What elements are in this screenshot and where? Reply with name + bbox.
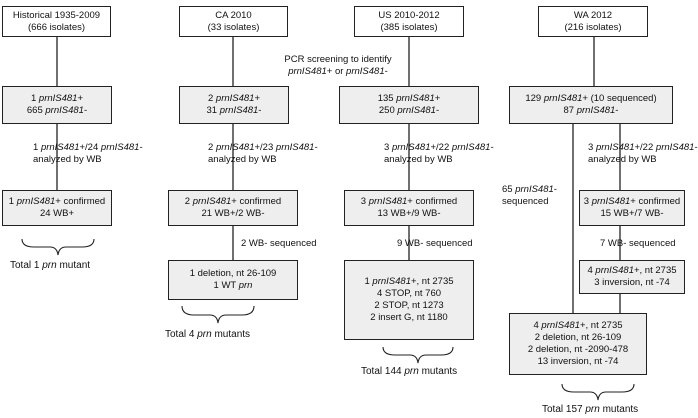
historical-title: Historical 1935-2009: [12, 9, 101, 21]
wa-seq-label: 7 WB- sequenced: [600, 238, 676, 249]
wa-total: Total 157 prn mutants: [542, 404, 639, 415]
us-result-line-3: 2 STOP, nt 1273: [374, 300, 444, 311]
us-wb-line-2: analyzed by WB: [384, 154, 453, 165]
us-pcr-label-line-1: PCR screening to identify: [284, 54, 392, 65]
historical-wb-line-1: 1 prnIS481+/24 prnIS481-: [33, 142, 143, 153]
us-pcr-label-line-2: prnIS481+ or prnIS481-: [288, 66, 388, 77]
us-wb-label: 3 prnIS481+/22 prnIS481- analyzed by WB: [384, 142, 494, 166]
ca-wb-label: 2 prnIS481+/23 prnIS481- analyzed by WB: [208, 142, 318, 166]
historical-wb-line-2: analyzed by WB: [33, 154, 102, 165]
wa-side-line-1: 65 prnIS481-: [502, 184, 557, 195]
ca-wb-line-2: analyzed by WB: [208, 154, 277, 165]
wa-title-box: WA 2012 (216 isolates): [538, 6, 648, 37]
ca-confirmed-line-2: 21 WB+/2 WB-: [201, 208, 265, 219]
wa-result-line-1: 4 prnIS481+, nt 2735: [587, 265, 677, 276]
us-pcr-label: PCR screening to identify prnIS481+ or p…: [268, 54, 408, 78]
historical-pcr-line-2: 665 prnIS481-: [26, 105, 88, 116]
us-pcr-line-2: 250 prnIS481-: [378, 105, 440, 116]
wa-side-line-2: sequenced: [502, 196, 549, 207]
ca-total: Total 4 prn mutants: [165, 329, 251, 340]
wa-final-line-4: 13 inversion, nt -74: [537, 356, 619, 367]
historical-confirmed-line-1: 1 prnIS481+ confirmed: [8, 196, 106, 207]
us-total: Total 144 prn mutants: [361, 366, 458, 377]
ca-count: (33 isolates): [207, 21, 260, 33]
ca-result-box: 1 deletion, nt 26-109 1 WT prn: [168, 260, 298, 300]
wa-wb-line-1: 3 prnIS481+/22 prnIS481-: [588, 142, 698, 153]
us-result-box: 1 prnIS481+, nt 2735 4 STOP, nt 760 2 ST…: [344, 260, 474, 340]
ca-wb-line-1: 2 prnIS481+/23 prnIS481-: [208, 142, 318, 153]
ca-result-line-2: 1 WT prn: [213, 280, 253, 291]
us-title: US 2010-2012: [378, 9, 440, 21]
us-title-box: US 2010-2012 (385 isolates): [354, 6, 464, 37]
historical-pcr-line-1: 1 prnIS481+: [30, 93, 84, 104]
ca-pcr-line-1: 2 prnIS481+: [207, 93, 261, 104]
historical-count: (666 isolates): [27, 21, 86, 33]
ca-seq-label: 2 WB- sequenced: [241, 238, 317, 249]
wa-side-label: 65 prnIS481- sequenced: [502, 184, 557, 208]
us-confirmed-line-1: 3 prnIS481+ confirmed: [360, 196, 458, 207]
wa-final-line-3: 2 deletion, nt -2090-478: [527, 344, 629, 355]
us-wb-line-1: 3 prnIS481+/22 prnIS481-: [384, 142, 494, 153]
wa-pcr-box: 129 prnIS481+ (10 sequenced) 87 prnIS481…: [509, 86, 673, 124]
wa-result-box: 4 prnIS481+, nt 2735 3 inversion, nt -74: [579, 260, 685, 294]
historical-wb-label: 1 prnIS481+/24 prnIS481- analyzed by WB: [33, 142, 143, 166]
total-braces: [21, 238, 635, 401]
wa-result-line-2: 3 inversion, nt -74: [594, 277, 670, 288]
wa-final-line-2: 2 deletion, nt 26-109: [534, 332, 622, 343]
wa-wb-line-2: analyzed by WB: [588, 154, 657, 165]
historical-confirmed-box: 1 prnIS481+ confirmed 24 WB+: [2, 190, 112, 226]
us-count: (385 isolates): [380, 21, 438, 33]
wa-wb-label: 3 prnIS481+/22 prnIS481- analyzed by WB: [588, 142, 698, 166]
historical-title-box: Historical 1935-2009 (666 isolates): [2, 6, 111, 37]
ca-pcr-line-2: 31 prnIS481-: [206, 105, 262, 116]
historical-confirmed-line-2: 24 WB+: [39, 208, 75, 219]
wa-pcr-line-2: 87 prnIS481-: [563, 105, 619, 116]
historical-total: Total 1 prn mutant: [10, 260, 91, 271]
historical-pcr-box: 1 prnIS481+ 665 prnIS481-: [2, 86, 112, 124]
wa-confirmed-line-1: 3 prnIS481+ confirmed: [583, 196, 681, 207]
wa-pcr-line-1: 129 prnIS481+ (10 sequenced): [525, 93, 657, 104]
us-confirmed-line-2: 13 WB+/9 WB-: [377, 208, 441, 219]
wa-title: WA 2012: [573, 9, 613, 21]
us-result-line-2: 4 STOP, nt 760: [376, 288, 442, 299]
wa-confirmed-line-2: 15 WB+/7 WB-: [600, 208, 664, 219]
us-seq-label: 9 WB- sequenced: [397, 238, 473, 249]
ca-pcr-box: 2 prnIS481+ 31 prnIS481-: [179, 86, 289, 124]
us-confirmed-box: 3 prnIS481+ confirmed 13 WB+/9 WB-: [344, 190, 474, 226]
ca-title: CA 2010: [215, 9, 252, 21]
us-pcr-line-1: 135 prnIS481+: [377, 93, 441, 104]
wa-final-box: 4 prnIS481+, nt 2735 2 deletion, nt 26-1…: [509, 313, 647, 375]
us-result-line-1: 1 prnIS481+, nt 2735: [364, 276, 454, 287]
us-result-line-4: 2 insert G, nt 1180: [370, 312, 448, 323]
ca-confirmed-box: 2 prnIS481+ confirmed 21 WB+/2 WB-: [168, 190, 298, 226]
wa-confirmed-box: 3 prnIS481+ confirmed 15 WB+/7 WB-: [579, 190, 685, 226]
ca-result-line-1: 1 deletion, nt 26-109: [189, 268, 277, 279]
ca-confirmed-line-1: 2 prnIS481+ confirmed: [184, 196, 282, 207]
wa-count: (216 isolates): [564, 21, 622, 33]
us-pcr-box: 135 prnIS481+ 250 prnIS481-: [339, 86, 479, 124]
ca-title-box: CA 2010 (33 isolates): [179, 6, 288, 37]
wa-final-line-1: 4 prnIS481+, nt 2735: [533, 320, 623, 331]
